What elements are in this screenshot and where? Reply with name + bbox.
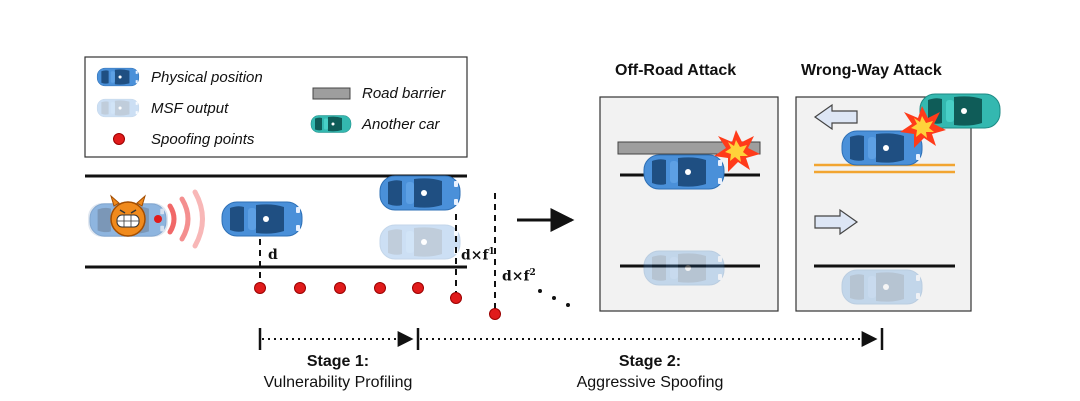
transmitter-dot [154, 215, 162, 223]
spoofing-point [374, 282, 386, 294]
wrong-way-victim-car [841, 130, 923, 166]
devil-face-icon [110, 194, 146, 237]
off-road-victim-car [643, 154, 725, 190]
ellipsis-dots [538, 289, 570, 307]
attacker-car [88, 194, 168, 237]
spoofing-point [294, 282, 306, 294]
spoofing-point [334, 282, 346, 294]
wrong-way-msf-car [842, 270, 922, 304]
stage2-name: Stage 2: [618, 353, 682, 370]
off-road-msf-car [644, 251, 724, 285]
victim-car-initial [221, 201, 303, 237]
legend-msf-car-icon [97, 99, 139, 117]
legend-physical-car-icon [96, 67, 140, 87]
legend-label-barrier: Road barrier [362, 85, 446, 102]
legend-label-another-car: Another car [362, 116, 440, 133]
distance-df1-label: d×f1 [461, 247, 495, 264]
legend-another-car-icon [310, 115, 352, 133]
spoofing-point [450, 292, 462, 304]
distance-df2-label: d×f2 [502, 268, 536, 285]
spoofing-points [254, 282, 501, 320]
signal-waves-icon [167, 189, 205, 249]
stage1-name: Stage 1: [306, 353, 370, 370]
legend-barrier-icon [312, 87, 351, 100]
legend-spoof-point-icon [113, 133, 125, 145]
distance-guides [259, 193, 496, 312]
legend-label-spoofing: Spoofing points [151, 131, 255, 148]
distance-d-label: d [268, 247, 278, 263]
legend-box [84, 56, 468, 158]
victim-car-offset [379, 175, 461, 211]
stage1-desc: Vulnerability Profiling [263, 374, 413, 391]
spoofing-point [254, 282, 266, 294]
right-direction-arrow-icon [814, 208, 859, 236]
timeline [258, 328, 884, 350]
wrong-way-panel [795, 93, 1001, 312]
off-road-title: Off-Road Attack [615, 62, 737, 79]
msf-output-car [380, 225, 460, 259]
off-road-panel [599, 96, 779, 312]
legend-label-physical: Physical position [151, 69, 263, 86]
spoofing-point [489, 308, 501, 320]
left-direction-arrow-icon [813, 103, 858, 131]
spoofing-point [412, 282, 424, 294]
legend-label-msf: MSF output [151, 100, 229, 117]
stage2-desc: Aggressive Spoofing [576, 374, 724, 391]
wrong-way-title: Wrong-Way Attack [801, 62, 942, 79]
